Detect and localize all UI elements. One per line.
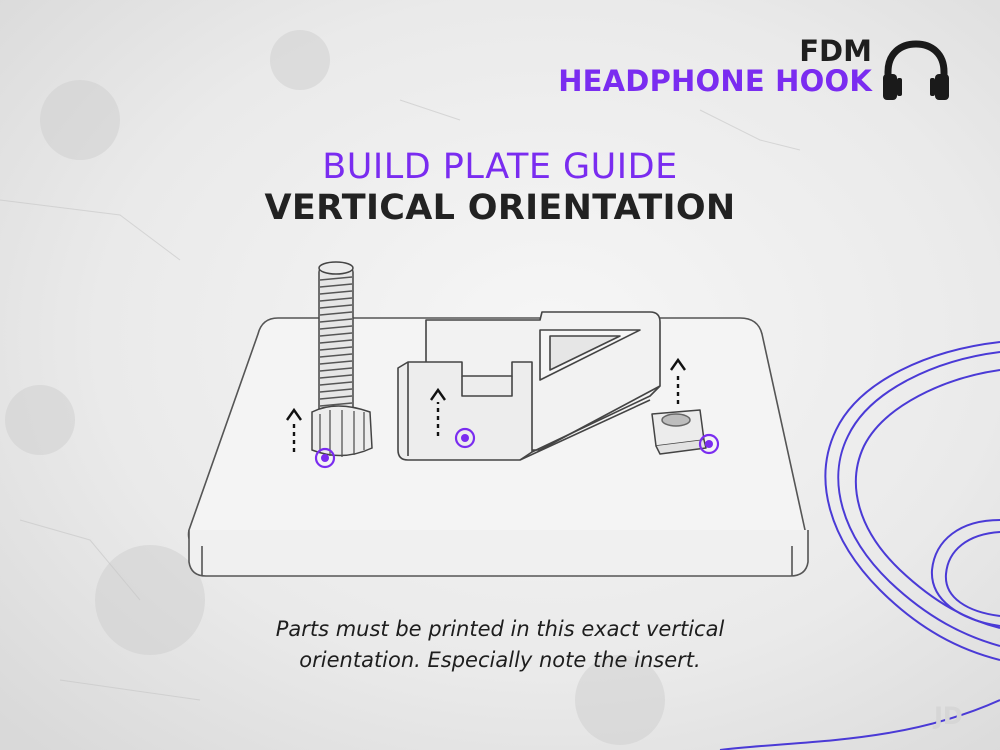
watermark-logo: JD bbox=[934, 702, 963, 730]
bolt-part bbox=[311, 261, 373, 457]
caption-line-2: orientation. Especially note the insert. bbox=[299, 648, 701, 672]
orientation-arrows bbox=[286, 357, 686, 452]
brand-line-headphone-hook: HEADPHONE HOOK bbox=[558, 64, 872, 99]
guide-subtitle: VERTICAL ORIENTATION bbox=[264, 188, 736, 228]
brand-title: FDM HEADPHONE HOOK bbox=[558, 36, 872, 97]
caption-text: Parts must be printed in this exact vert… bbox=[0, 614, 1000, 676]
decorative-swirl bbox=[719, 341, 1000, 750]
guide-title: BUILD PLATE GUIDE bbox=[322, 147, 678, 187]
contact-markers bbox=[314, 427, 720, 469]
insert-part bbox=[651, 409, 707, 455]
headphones-icon bbox=[883, 40, 949, 100]
caption-line-1: Parts must be printed in this exact vert… bbox=[275, 617, 725, 641]
brand-line-fdm: FDM bbox=[799, 34, 872, 68]
hook-part bbox=[397, 311, 661, 461]
